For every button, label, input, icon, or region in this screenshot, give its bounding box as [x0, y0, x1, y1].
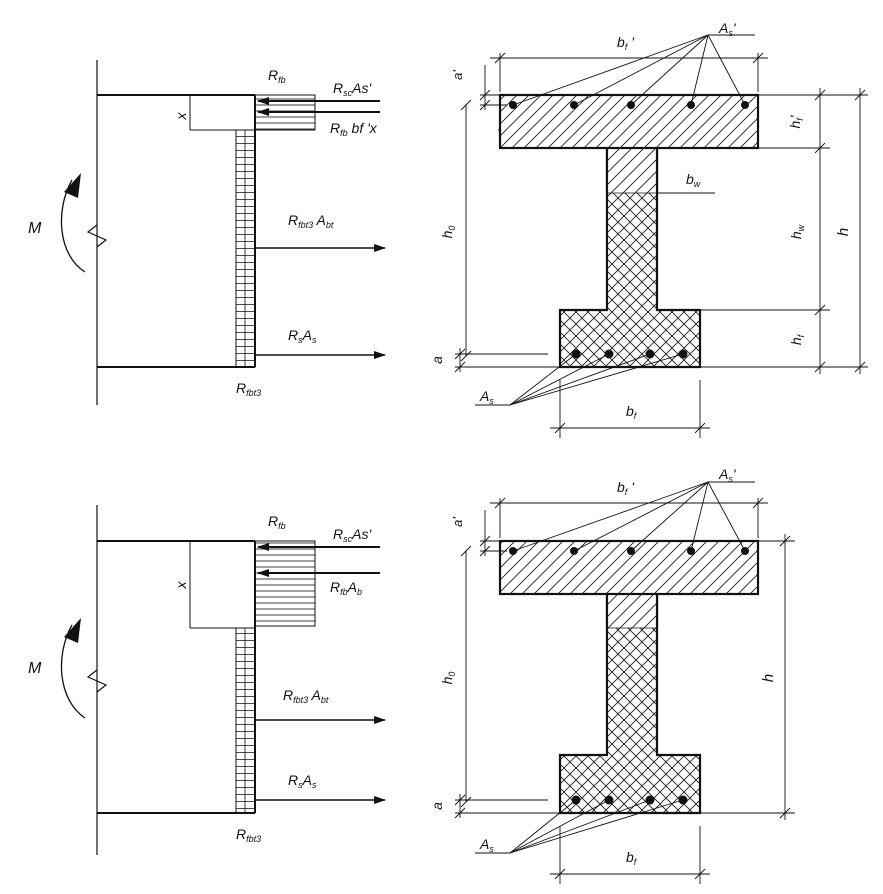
label-hf: hf — [788, 333, 806, 345]
dimension-lines-bottom-section — [454, 497, 795, 884]
label-a: a — [429, 356, 445, 364]
zigzag-break-icon — [86, 224, 108, 248]
label-a-prime: a' — [450, 517, 465, 527]
label-as-prime: As' — [718, 466, 737, 484]
bottom-i-section: As' bf ' a' h0 h a As bf — [429, 466, 795, 884]
label-r-fb: Rfb — [268, 67, 286, 85]
label-as: As — [479, 836, 494, 854]
label-x: x — [173, 581, 189, 590]
tensile-stress-block — [235, 627, 256, 814]
dimension-lines-top-section — [454, 52, 868, 438]
label-as: As — [479, 388, 494, 406]
tensile-stress-block — [235, 129, 256, 368]
compressed-zone-hatch — [500, 95, 758, 193]
label-r-fbt3-abt: Rfbt3 Abt — [283, 687, 329, 705]
label-hw: hw — [788, 224, 806, 239]
label-hf-prime: hf' — [787, 114, 805, 128]
label-moment: M — [28, 660, 42, 677]
label-r-s-as: RsAs — [288, 327, 317, 345]
zigzag-break-icon — [86, 669, 108, 693]
curved-arrow-head — [64, 618, 81, 643]
label-bf: bf — [626, 403, 638, 421]
label-bw: bw — [686, 171, 701, 189]
compressive-stress-block — [254, 540, 316, 627]
label-r-s-as: RsAs — [288, 772, 317, 790]
label-a-prime: a' — [450, 70, 465, 80]
leader-lines-top — [512, 34, 755, 106]
label-r-fbt3-abt: Rfbt3 Abt — [288, 212, 334, 230]
label-r-sc-as: RscAs' — [333, 80, 372, 98]
top-flange — [498, 93, 760, 150]
label-r-sc-as: RscAs' — [333, 526, 372, 544]
label-bf-prime: bf ' — [617, 34, 635, 52]
label-x: x — [173, 112, 189, 121]
label-h: h — [760, 674, 777, 682]
leader-lines-bottom — [475, 799, 684, 854]
label-h: h — [835, 228, 852, 236]
top-flange — [498, 539, 760, 596]
label-r-fbt3-bottom: Rfbt3 — [236, 380, 261, 398]
label-h0: h0 — [439, 226, 457, 239]
label-r-fb: Rfb — [268, 513, 286, 531]
compressed-zone-hatch — [500, 541, 758, 628]
label-r-fb-ab: RfbAb — [330, 579, 362, 597]
label-a: a — [429, 802, 445, 810]
label-r-fbt3-bottom: Rfbt3 — [236, 826, 261, 844]
top-i-section: As' bf ' a' hf' bw h0 hw h hf a As bf — [429, 20, 868, 438]
label-bf: bf — [626, 849, 638, 867]
label-bf-prime: bf ' — [617, 479, 635, 497]
top-stress-diagram: Rfb RscAs' Rfb bf 'x x M Rfbt3 Abt RsAs … — [28, 60, 386, 405]
bottom-stress-diagram: Rfb RscAs' RfbAb x M Rfbt3 Abt RsAs Rfbt… — [28, 505, 386, 855]
leader-lines-bottom — [475, 353, 684, 406]
label-r-fb-bf-x: Rfb bf 'x — [330, 120, 378, 138]
leader-lines-top — [512, 481, 755, 552]
label-moment: M — [28, 220, 42, 237]
label-as-prime: As' — [718, 20, 737, 38]
label-h0: h0 — [439, 672, 457, 685]
curved-arrow-head — [64, 173, 81, 198]
